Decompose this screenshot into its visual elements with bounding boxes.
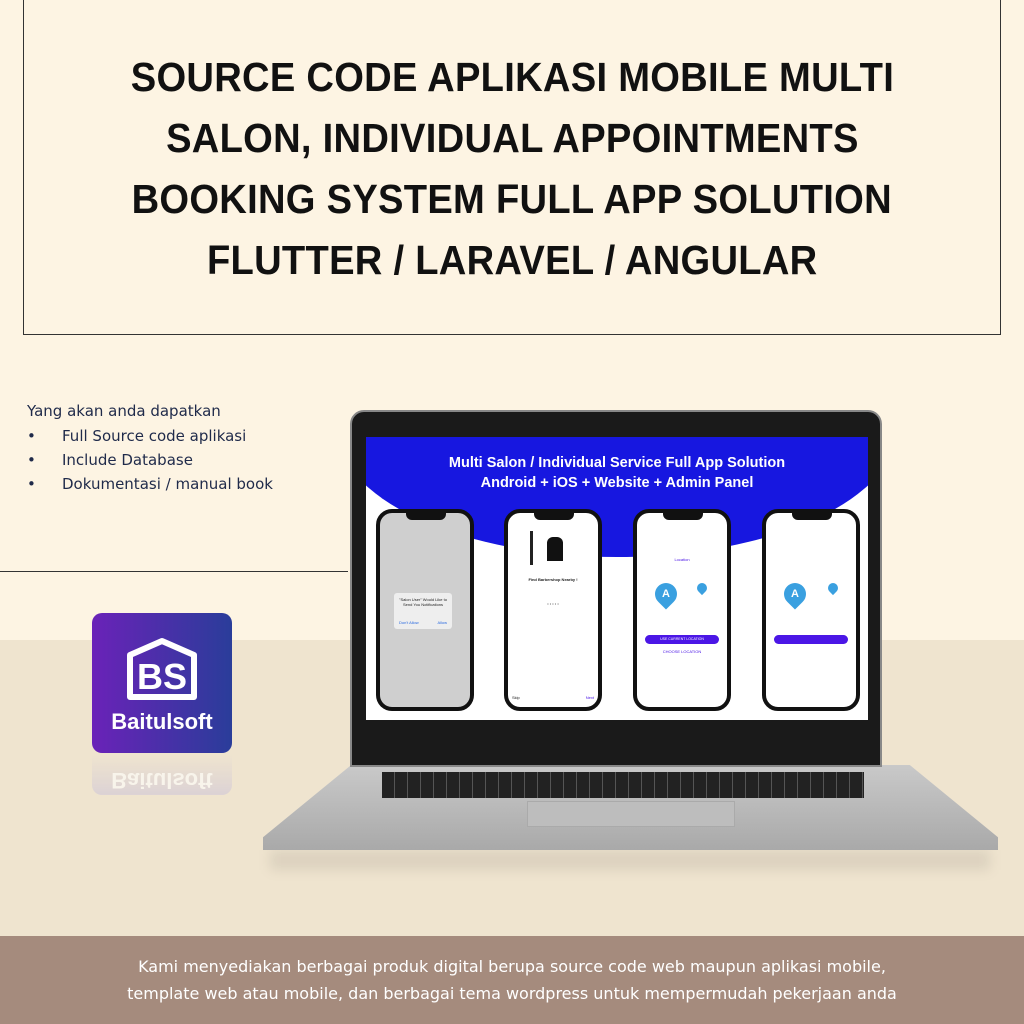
display-title-line: Multi Salon / Individual Service Full Ap… bbox=[448, 455, 786, 471]
display-title: Multi Salon / Individual Service Full Ap… bbox=[366, 453, 868, 493]
footer-line: template web atau mobile, dan berbagai t… bbox=[127, 984, 897, 1003]
feature-item: Include Database bbox=[27, 448, 273, 472]
feature-item: Full Source code aplikasi bbox=[27, 424, 273, 448]
map-pin-icon bbox=[694, 580, 710, 596]
feature-item: Dokumentasi / manual book bbox=[27, 472, 273, 496]
title-line: FLUTTER / LARAVEL / ANGULAR bbox=[206, 236, 818, 283]
laptop-display: Multi Salon / Individual Service Full Ap… bbox=[366, 437, 868, 720]
title-box: SOURCE CODE APLIKASI MOBILE MULTI SALON,… bbox=[23, 0, 1001, 335]
phone-notification: "Salon User" Would Like to Send You Noti… bbox=[376, 509, 474, 711]
phone-onboarding: Find Barbershop Nearby ! • • • • • Skip … bbox=[504, 509, 602, 711]
use-current-location-button[interactable]: USE CURRENT LOCATION bbox=[645, 635, 719, 644]
divider bbox=[0, 571, 348, 572]
footer-banner: Kami menyediakan berbagai produk digital… bbox=[0, 936, 1024, 1024]
laptop-trackpad bbox=[527, 801, 735, 827]
primary-location-button[interactable] bbox=[774, 635, 848, 644]
dont-allow-button[interactable]: Don't Allow bbox=[399, 620, 419, 625]
phone-location-arabic: A bbox=[762, 509, 860, 711]
bs-monogram-icon: BS bbox=[127, 638, 197, 700]
next-button[interactable]: Next bbox=[585, 695, 594, 700]
map-pin-icon: A bbox=[779, 578, 811, 610]
map-pin-icon: A bbox=[650, 578, 682, 610]
notification-alert: "Salon User" Would Like to Send You Noti… bbox=[394, 593, 452, 629]
feature-list: Yang akan anda dapatkan Full Source code… bbox=[27, 402, 273, 496]
skip-button[interactable]: Skip bbox=[512, 695, 520, 700]
display-title-line: Android + iOS + Website + Admin Panel bbox=[480, 475, 754, 491]
svg-text:BS: BS bbox=[137, 656, 187, 697]
allow-button[interactable]: Allow bbox=[437, 620, 447, 625]
title-line: BOOKING SYSTEM FULL APP SOLUTION bbox=[131, 175, 893, 222]
phone-location: Location A USE CURRENT LOCATION CHOOSE L… bbox=[633, 509, 731, 711]
map-pin-icon bbox=[825, 580, 841, 596]
logo-name: Baitulsoft bbox=[111, 709, 213, 734]
footer-line: Kami menyediakan berbagai produk digital… bbox=[138, 957, 886, 976]
title-line: SOURCE CODE APLIKASI MOBILE MULTI bbox=[130, 53, 894, 100]
feature-heading: Yang akan anda dapatkan bbox=[27, 402, 221, 420]
title-line: SALON, INDIVIDUAL APPOINTMENTS bbox=[165, 114, 859, 161]
logo-reflection: Baitulsoft bbox=[92, 755, 232, 795]
choose-location-button[interactable]: CHOOSE LOCATION bbox=[662, 649, 702, 654]
laptop-keyboard bbox=[382, 772, 864, 798]
barber-illustration bbox=[530, 531, 576, 565]
laptop-shadow bbox=[270, 850, 990, 870]
baitulsoft-logo: BS Baitulsoft bbox=[92, 613, 232, 753]
